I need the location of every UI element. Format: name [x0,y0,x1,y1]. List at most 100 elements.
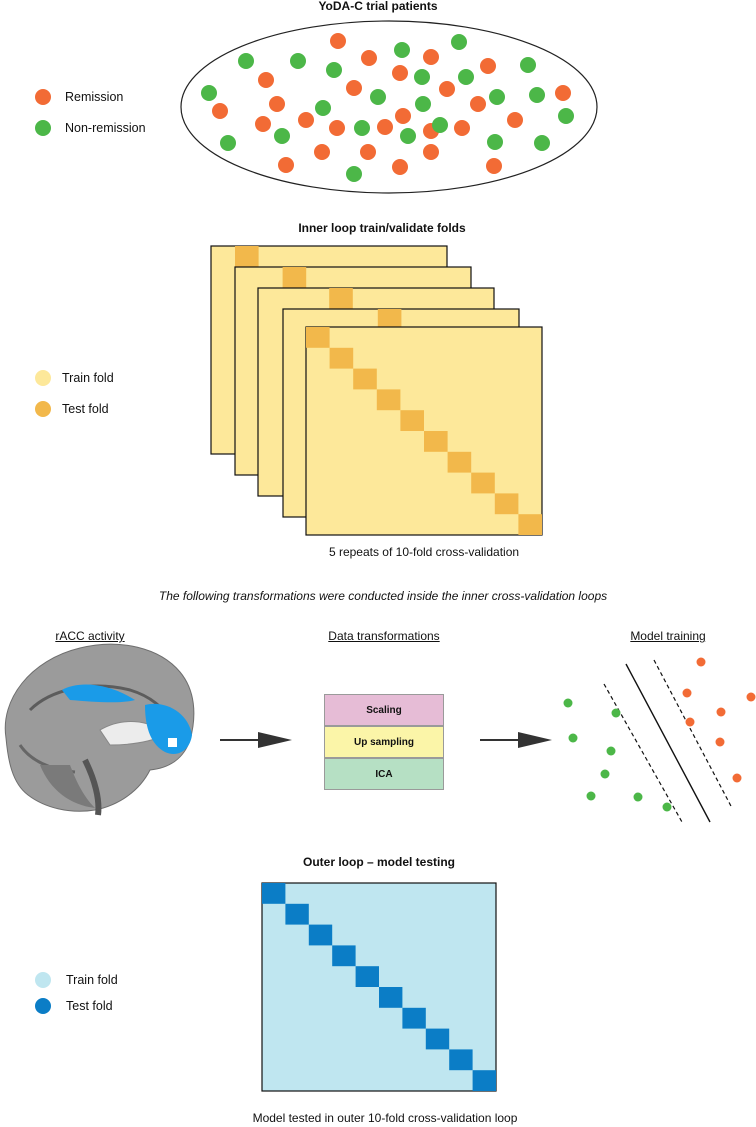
model-dot-remission [716,707,726,717]
inner-test-cell [377,309,402,330]
patient-dot-non-remission [487,134,503,150]
svm-hyperplane [625,663,711,823]
outer-loop-title: Outer loop – model testing [302,855,455,869]
inner-test-cell [329,347,354,369]
outer-test-cell [449,1049,473,1071]
patient-dot-non-remission [489,89,505,105]
inner-test-cell [518,514,542,535]
patient-dot-non-remission [529,87,545,103]
model-dot-non-remission [568,733,578,743]
patient-dot-remission [392,65,408,81]
arrow-to-transformations [220,732,292,748]
patient-dot-non-remission [290,53,306,69]
up-sampling-step: Up sampling [324,726,444,758]
inner-test-cell [235,246,259,267]
patient-dot-non-remission [315,100,331,116]
patient-dot-remission [392,159,408,175]
inner-train-legend-dot [35,370,51,386]
patient-dot-remission [507,112,523,128]
inner-test-legend-label: Test fold [62,402,109,416]
patient-dot-remission [555,85,571,101]
patient-dot-non-remission [220,135,236,151]
inner-loop-title: Inner loop train/validate folds [298,221,466,235]
outer-test-legend-label: Test fold [66,999,113,1013]
model-dot-non-remission [662,802,672,812]
model-dot-non-remission [563,698,573,708]
outer-test-cell [262,883,286,904]
outer-loop-grid [261,882,497,1092]
patient-dot-non-remission [346,166,362,182]
inner-test-cell [353,368,377,390]
outer-train-legend-label: Train fold [66,973,118,987]
patient-dot-non-remission [394,42,410,58]
patient-dot-remission [377,119,393,135]
patients-title: YoDA-C trial patients [318,0,438,13]
model-dot-remission [696,657,706,667]
patient-dot-remission [395,108,411,124]
model-dot-non-remission [633,792,643,802]
patient-dot-remission [480,58,496,74]
ica-step: ICA [324,758,444,790]
patient-dot-non-remission [520,57,536,73]
patient-dot-remission [329,120,345,136]
inner-test-cell [376,389,401,411]
patient-dot-non-remission [451,34,467,50]
inner-test-cell [471,472,495,494]
inner-test-cell [400,410,424,431]
transformations-note: The following transformations were condu… [158,589,608,603]
outer-test-legend-dot [35,998,51,1014]
outer-train-legend-dot [35,972,51,988]
patient-dot-non-remission [201,85,217,101]
model-training-label: Model training [630,629,706,643]
outer-loop-caption: Model tested in outer 10-fold cross-vali… [252,1111,518,1125]
patient-dot-remission [278,157,294,173]
brain-image [4,643,195,816]
model-dot-non-remission [606,746,616,756]
remission-legend-dot [35,89,51,105]
inner-test-cell [494,493,519,515]
patient-dot-remission [454,120,470,136]
patient-ellipse [180,20,598,194]
patient-dot-non-remission [414,69,430,85]
patient-dot-remission [423,49,439,65]
patient-dot-non-remission [274,128,290,144]
outer-test-cell [308,924,333,946]
transformations-label: Data transformations [328,629,440,643]
inner-test-cell [282,267,307,288]
scaling-step: Scaling [324,694,444,726]
patient-dot-non-remission [415,96,431,112]
patient-dot-non-remission [558,108,574,124]
inner-train-legend-label: Train fold [62,371,114,385]
patient-dot-non-remission [326,62,342,78]
patient-dot-remission [486,158,502,174]
patient-dot-remission [470,96,486,112]
patient-dot-non-remission [370,89,386,105]
racc-label: rACC activity [55,629,125,643]
model-dot-non-remission [600,769,610,779]
model-dot-remission [732,773,742,783]
inner-test-cell [329,288,353,309]
patient-dot-remission [360,144,376,160]
inner-test-cell [424,431,448,452]
patient-dot-remission [269,96,285,112]
patient-dot-non-remission [400,128,416,144]
model-dot-remission [685,717,695,727]
model-dot-remission [746,692,756,702]
outer-test-cell [355,966,379,987]
patient-dot-remission [314,144,330,160]
model-training-plot [563,657,756,823]
model-dot-non-remission [586,791,596,801]
patient-dot-remission [361,50,377,66]
svm-margin-left [603,683,683,823]
model-dot-non-remission [611,708,621,718]
patient-dot-remission [439,81,455,97]
outer-test-cell [402,1007,426,1029]
patient-dot-non-remission [458,69,474,85]
svm-margin-right [653,659,733,809]
outer-test-cell [332,945,356,967]
outer-test-cell [379,987,403,1008]
model-dot-remission [682,688,692,698]
patient-dot-non-remission [432,117,448,133]
